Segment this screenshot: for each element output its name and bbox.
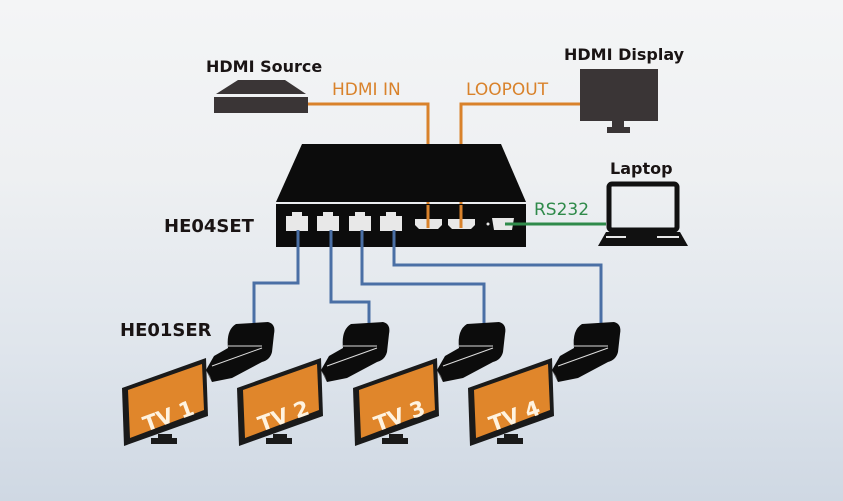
hdmi-display-label: HDMI Display	[564, 45, 685, 64]
laptop-icon	[598, 181, 688, 246]
tv-icon: TV 3	[353, 358, 439, 446]
transmitter-label: HE04SET	[164, 216, 255, 237]
tv-unit: TV 1	[122, 322, 275, 446]
laptop-label: Laptop	[610, 159, 673, 178]
hdbaset-receiver-icon	[552, 322, 621, 382]
tv-unit: TV 4	[468, 322, 621, 446]
network-cable-4	[392, 230, 603, 326]
network-cables	[252, 230, 603, 326]
monitor-icon	[580, 69, 658, 133]
hdbaset-receiver-icon	[437, 322, 506, 382]
rs232-label: RS232	[534, 200, 589, 220]
network-cable-3	[360, 230, 486, 326]
hdbaset-receiver-icon	[321, 322, 390, 382]
network-cable-2	[329, 230, 371, 326]
hdmi-in-label: HDMI IN	[332, 80, 401, 100]
tv-icon: TV 1	[122, 358, 208, 446]
network-cable-1	[252, 230, 300, 326]
hdbaset-receiver-icon	[206, 322, 275, 382]
receiver-label: HE01SER	[120, 320, 212, 341]
loopout-label: LOOPOUT	[466, 80, 549, 100]
tv-icon: TV 2	[237, 358, 323, 446]
hdmi-source-box-icon	[214, 80, 308, 113]
hdmi-source-label: HDMI Source	[206, 57, 322, 76]
tv-icon: TV 4	[468, 358, 554, 446]
tv-unit: TV 3	[353, 322, 506, 446]
hdbaset-transmitter-icon	[276, 144, 526, 247]
